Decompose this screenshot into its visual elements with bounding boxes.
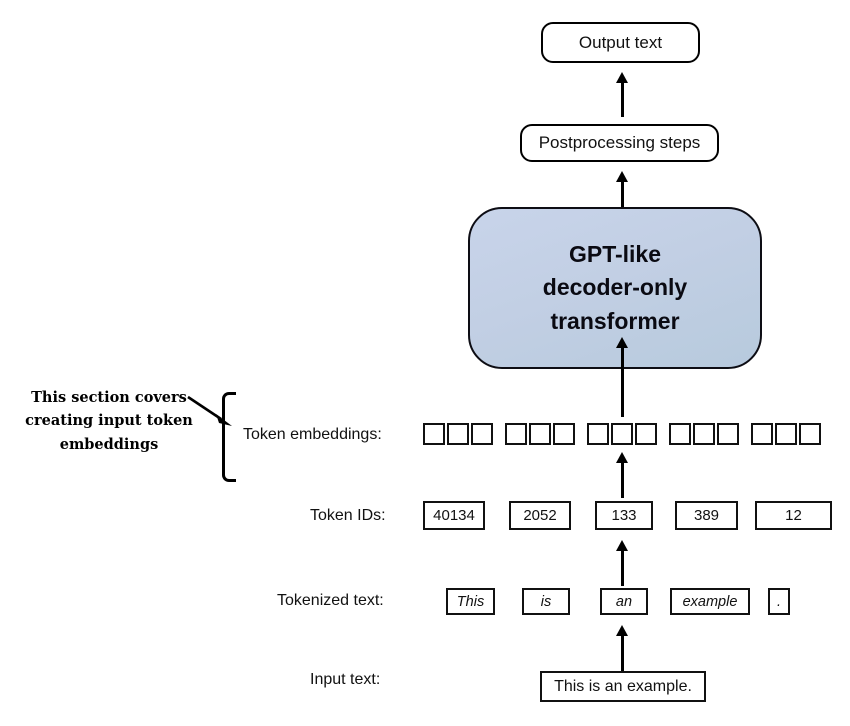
token-box: an: [600, 588, 648, 615]
token-id-value: 40134: [433, 507, 475, 524]
token-id-box: 12: [755, 501, 832, 530]
token-value: an: [615, 593, 633, 610]
token-id-value: 133: [611, 507, 637, 524]
annotation-line-3: embeddings: [59, 435, 159, 453]
embedding-cell: [447, 423, 469, 445]
annotation-line-1: This section covers: [31, 389, 187, 406]
embedding-cell: [635, 423, 657, 445]
token-box: is: [522, 588, 570, 615]
transformer-line-3: transformer: [550, 307, 680, 334]
tokenized-text-row-label: Tokenized text:: [277, 592, 384, 609]
output-text-box: Output text: [541, 22, 700, 63]
token-value: .: [776, 593, 782, 610]
transformer-line-2: decoder-only: [542, 274, 688, 301]
token-embedding-group: [423, 423, 493, 445]
token-id-box: 389: [675, 501, 738, 530]
token-ids-row-label: Token IDs:: [310, 507, 386, 524]
token-box: example: [670, 588, 750, 615]
token-embeddings-row-label: Token embeddings:: [243, 426, 382, 443]
embedding-cell: [693, 423, 715, 445]
embedding-cell: [669, 423, 691, 445]
token-embedding-group: [505, 423, 575, 445]
input-text-row-label: Input text:: [310, 671, 381, 688]
token-value: example: [682, 593, 738, 610]
section-annotation: This section covers creating input token…: [14, 386, 204, 456]
embedding-cell: [553, 423, 575, 445]
token-embedding-group: [751, 423, 821, 445]
postprocessing-steps-label: Postprocessing steps: [538, 133, 701, 152]
output-text-label: Output text: [578, 32, 663, 52]
input-text-value: This is an example.: [554, 677, 692, 695]
embedding-cell: [471, 423, 493, 445]
embedding-cell: [775, 423, 797, 445]
embedding-cell: [799, 423, 821, 445]
token-value: This: [456, 593, 485, 610]
token-id-value: 12: [785, 507, 802, 524]
embedding-cell: [529, 423, 551, 445]
embedding-cell: [717, 423, 739, 445]
token-embedding-group: [669, 423, 739, 445]
token-box: .: [768, 588, 790, 615]
embedding-cell: [505, 423, 527, 445]
embedding-cell: [611, 423, 633, 445]
embedding-cell: [587, 423, 609, 445]
token-id-value: 389: [693, 507, 720, 524]
embedding-cell: [423, 423, 445, 445]
token-id-box: 2052: [509, 501, 571, 530]
section-bracket: [222, 392, 236, 482]
token-value: is: [540, 593, 552, 610]
token-id-value: 2052: [523, 507, 557, 524]
token-embedding-group: [587, 423, 657, 445]
postprocessing-steps-box: Postprocessing steps: [520, 124, 719, 162]
transformer-block: GPT-like decoder-only transformer: [468, 207, 762, 369]
annotation-line-2: creating input token: [25, 412, 193, 430]
token-box: This: [446, 588, 495, 615]
input-text-box: This is an example.: [540, 671, 706, 702]
transformer-line-1: GPT-like: [568, 241, 662, 268]
token-id-box: 133: [595, 501, 653, 530]
embedding-cell: [751, 423, 773, 445]
token-id-box: 40134: [423, 501, 485, 530]
